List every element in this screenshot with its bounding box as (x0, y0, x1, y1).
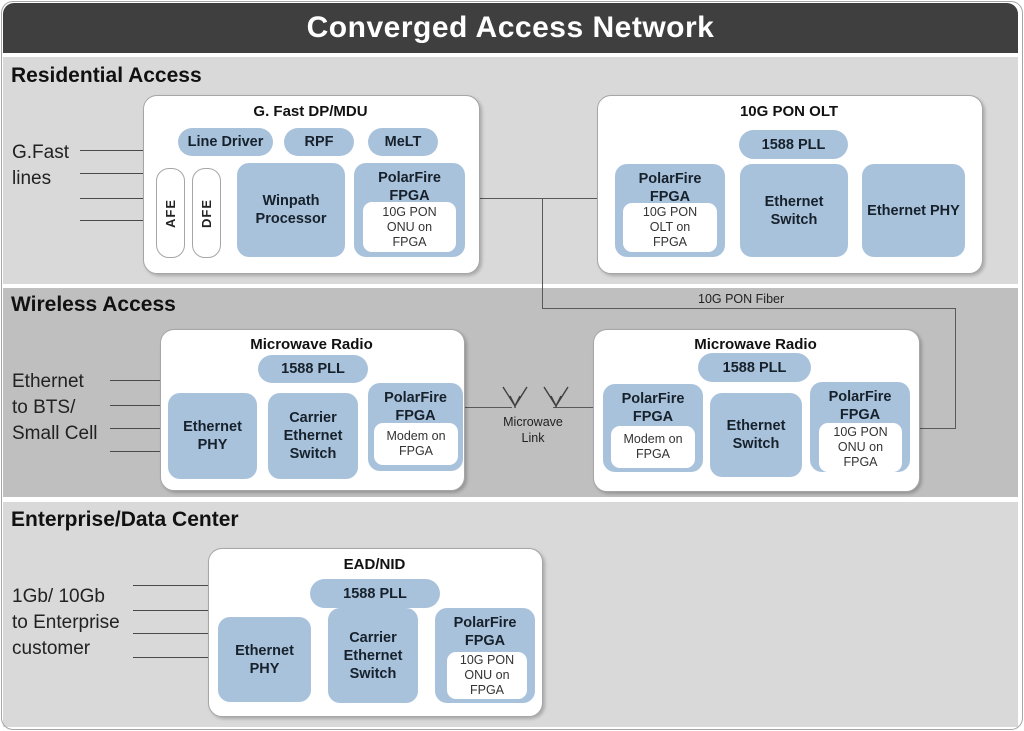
gfast-polarfire-title: PolarFire FPGA (378, 170, 441, 204)
ead-ethernet-phy-block: Ethernet PHY (218, 617, 311, 702)
afe-label: AFE (163, 198, 178, 228)
fiber-to-mw-right (905, 428, 956, 429)
enterprise-line-2 (133, 610, 208, 611)
enterprise-customer-label: 1Gb/ 10Gb to Enterprise customer (12, 586, 120, 659)
bts-line-1 (110, 380, 160, 381)
mw-left-polarfire-title: PolarFire FPGA (384, 390, 447, 424)
afe-block: AFE (156, 168, 185, 258)
enterprise-line-1 (133, 585, 208, 586)
antenna-icon (543, 386, 569, 408)
mw-right-box-title: Microwave Radio (694, 336, 817, 353)
bts-line-3 (110, 428, 160, 429)
olt-polarfire-title: PolarFire FPGA (638, 171, 702, 205)
mw-left-1588-pll-block: 1588 PLL (258, 355, 368, 383)
gfast-line-4 (80, 220, 143, 221)
diagram-title: Converged Access Network (306, 11, 715, 44)
dfe-block: DFE (192, 168, 221, 258)
gfast-line-1 (80, 150, 143, 151)
mw-left-modem-on-fpga: Modem on FPGA (374, 423, 458, 465)
olt-1588-pll-block: 1588 PLL (739, 130, 848, 159)
mw-left-carrier-switch-block: Carrier Ethernet Switch (268, 393, 358, 479)
ead-1588-pll-block: 1588 PLL (310, 579, 440, 608)
bts-line-2 (110, 405, 160, 406)
melt-block: MeLT (368, 128, 438, 156)
mw-right-1588-pll-block: 1588 PLL (698, 353, 811, 382)
rpf-block: RPF (284, 128, 354, 156)
enterprise-heading: Enterprise/Data Center (11, 508, 239, 531)
diagram-title-bar: Converged Access Network (3, 3, 1018, 53)
ead-polarfire-title: PolarFire FPGA (453, 615, 517, 649)
bts-line-4 (110, 451, 160, 452)
gfast-box-title: G. Fast DP/MDU (253, 103, 368, 120)
enterprise-line-3 (133, 633, 208, 634)
olt-ethernet-switch-block: Ethernet Switch (740, 164, 848, 257)
wireless-heading: Wireless Access (11, 293, 176, 316)
gfast-line-2 (80, 173, 143, 174)
fiber-branch-vertical (542, 198, 543, 309)
fiber-horizontal (542, 308, 956, 309)
winpath-processor-block: Winpath Processor (237, 163, 345, 257)
mw-right-onu-on-fpga: 10G PON ONU on FPGA (819, 423, 902, 472)
ead-onu-on-fpga: 10G PON ONU on FPGA (447, 652, 527, 699)
antenna-icon (502, 386, 528, 408)
fiber-right-vertical (955, 308, 956, 429)
mw-left-box-title: Microwave Radio (250, 336, 373, 353)
pon-olt-box-title: 10G PON OLT (739, 103, 839, 120)
olt-on-fpga: 10G PON OLT on FPGA (623, 203, 717, 252)
mw-right-polarfire-right-title: PolarFire FPGA (828, 389, 892, 423)
mw-right-modem-on-fpga: Modem on FPGA (611, 426, 695, 468)
residential-heading: Residential Access (11, 64, 202, 87)
fiber-label: 10G PON Fiber (698, 292, 785, 306)
ead-box-title: EAD/NID (343, 556, 406, 573)
microwave-link-label: Microwave Link (503, 415, 563, 445)
mw-right-polarfire-left-title: PolarFire FPGA (621, 391, 685, 425)
mw-right-ethernet-switch-block: Ethernet Switch (710, 393, 802, 477)
gfast-olt-connector (465, 198, 617, 199)
dfe-label: DFE (199, 198, 214, 228)
gfast-line-3 (80, 198, 143, 199)
line-driver-block: Line Driver (178, 128, 273, 156)
enterprise-line-4 (133, 657, 208, 658)
mw-left-ethernet-phy-block: Ethernet PHY (168, 393, 257, 479)
ead-carrier-switch-block: Carrier Ethernet Switch (328, 608, 418, 703)
olt-ethernet-phy-block: Ethernet PHY (862, 164, 965, 257)
microwave-link-line-right (553, 407, 597, 408)
gfast-lines-label: G.Fast lines (12, 142, 70, 189)
microwave-link-line-left (463, 407, 512, 408)
ethernet-bts-label: Ethernet to BTS/ Small Cell (12, 371, 98, 444)
gfast-onu-on-fpga: 10G PON ONU on FPGA (363, 202, 456, 252)
